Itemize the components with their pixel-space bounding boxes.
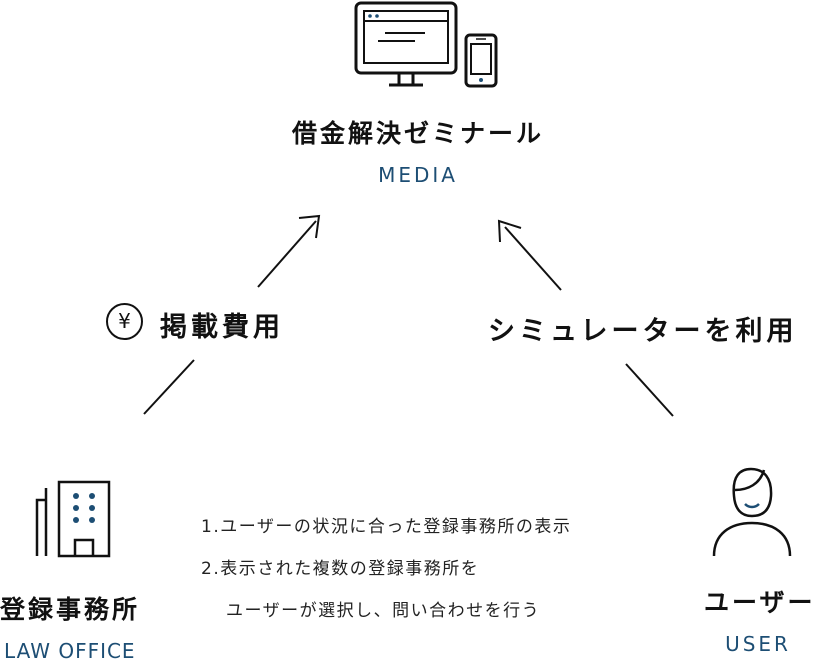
monitor-and-phone-icon (354, 1, 498, 88)
note-1: 1.ユーザーの状況に合った登録事務所の表示 (201, 517, 572, 537)
user-subtitle: USER (725, 632, 791, 656)
simulator-label: シミュレーターを利用 (488, 316, 798, 347)
person-icon (712, 467, 792, 557)
law-office-title: 登録事務所 (0, 595, 141, 624)
right-lower-line (625, 363, 674, 417)
note-3: ユーザーが選択し、問い合わせを行う (226, 601, 541, 621)
media-title: 借金解決ゼミナール (291, 119, 544, 148)
note-2: 2.表示された複数の登録事務所を (201, 559, 480, 579)
law-office-subtitle: LAW OFFICE (4, 639, 136, 663)
user-title: ユーザー (704, 588, 816, 617)
fee-label: 掲載費用 (160, 312, 284, 343)
office-building-icon (35, 480, 111, 558)
right-upward-arrow (497, 219, 562, 291)
yen-icon: ¥ (106, 303, 143, 340)
left-lower-line (143, 359, 195, 415)
left-upward-arrow (257, 214, 321, 288)
media-subtitle: MEDIA (378, 163, 458, 187)
